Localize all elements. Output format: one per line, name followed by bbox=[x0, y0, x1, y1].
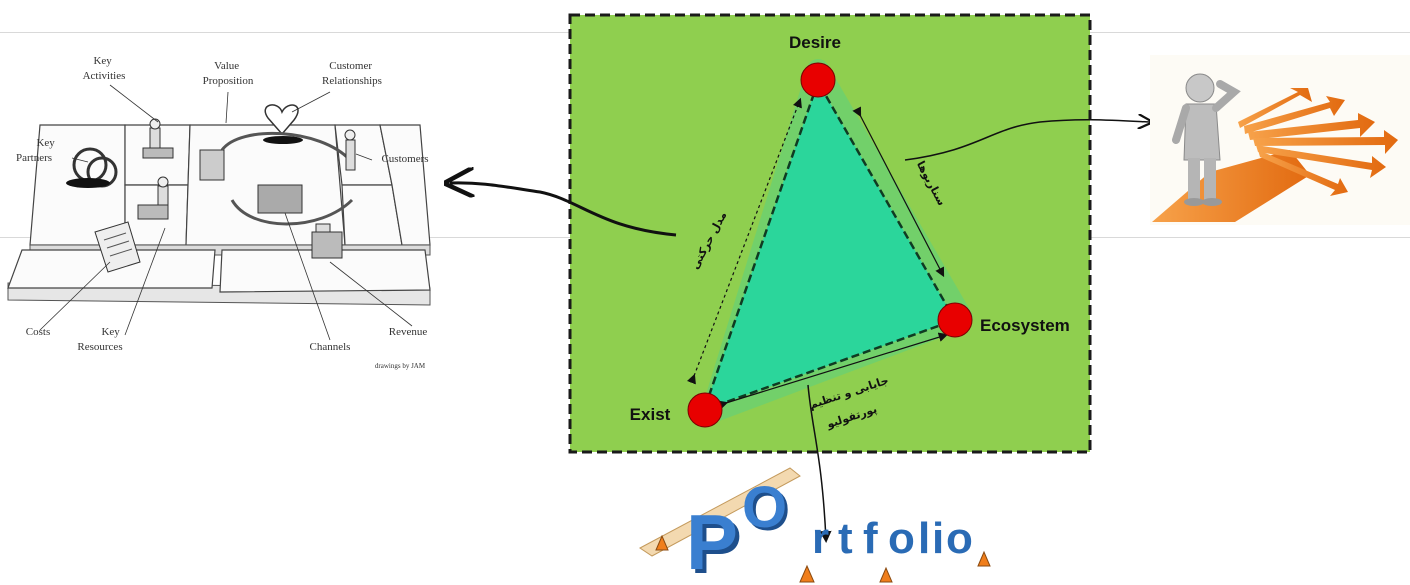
sketch-figures bbox=[66, 104, 356, 273]
customer-figure bbox=[345, 139, 356, 171]
portfolio-letter-l: l bbox=[918, 514, 930, 563]
gift-boxes bbox=[199, 149, 225, 181]
portfolio-letter-r: r bbox=[812, 514, 829, 563]
portfolio-letter-i: i bbox=[932, 514, 944, 563]
ruler-tape bbox=[639, 467, 801, 557]
label-revenue: Revenue bbox=[389, 326, 428, 338]
label-channels: Channels bbox=[310, 341, 351, 353]
traffic-cone bbox=[799, 564, 815, 583]
label-credit: drawings by JAM bbox=[375, 362, 426, 370]
portfolio-letter-t: t bbox=[838, 514, 853, 563]
label-customer-relationships: Customer Relationships bbox=[322, 60, 382, 87]
svg-text:P: P bbox=[686, 498, 738, 585]
document-icon bbox=[94, 221, 141, 273]
heart-icon bbox=[264, 104, 299, 136]
label-key-resources: Key Resources bbox=[77, 326, 122, 353]
portfolio-letter-P: P bbox=[690, 502, 742, 585]
label-value-proposition: Value Proposition bbox=[203, 60, 254, 87]
traffic-cone bbox=[879, 566, 893, 583]
node-exist bbox=[687, 392, 723, 428]
arrow-to-scenarios bbox=[904, 120, 1150, 161]
traffic-cone bbox=[977, 550, 991, 567]
label-key-partners: Key Partners bbox=[16, 137, 58, 164]
portfolio-letter-f: f bbox=[863, 514, 878, 563]
label-key-activities: Key Activities bbox=[83, 55, 126, 82]
portfolio-letter-o: o bbox=[888, 514, 915, 563]
portfolio-letter-o2: o bbox=[946, 514, 973, 563]
traffic-cone bbox=[655, 534, 669, 551]
label-costs: Costs bbox=[26, 326, 50, 338]
left-edge-arrow bbox=[686, 97, 802, 385]
orange-forking-arrows bbox=[1238, 88, 1398, 196]
triangle-panel: Desire Ecosystem Exist مدل حرکتی سناریوه… bbox=[568, 13, 1092, 454]
arrow-to-portfolio bbox=[807, 384, 832, 543]
right-edge-arrow bbox=[852, 106, 945, 278]
portfolio-letter-O: O bbox=[745, 478, 790, 543]
canvas-block-revenue bbox=[219, 249, 431, 293]
label-customers: Customers bbox=[381, 153, 428, 165]
person-figure bbox=[1172, 73, 1241, 206]
business-model-canvas: Key Activities Value Proposition Custome… bbox=[7, 55, 431, 370]
svg-text:O: O bbox=[742, 475, 787, 540]
bottom-edge-arrow bbox=[717, 332, 949, 410]
decision-illustration bbox=[1150, 55, 1410, 225]
cash-register-icon bbox=[311, 231, 343, 259]
truck-icon bbox=[257, 184, 303, 214]
portfolio-illustration: P P O O r t f o l i o bbox=[639, 467, 991, 585]
node-ecosystem bbox=[937, 302, 973, 338]
arrow-to-business-model bbox=[450, 183, 677, 237]
label-exist: Exist bbox=[630, 405, 671, 424]
node-desire bbox=[800, 62, 836, 98]
label-ecosystem: Ecosystem bbox=[980, 316, 1070, 335]
label-desire: Desire bbox=[789, 33, 841, 52]
